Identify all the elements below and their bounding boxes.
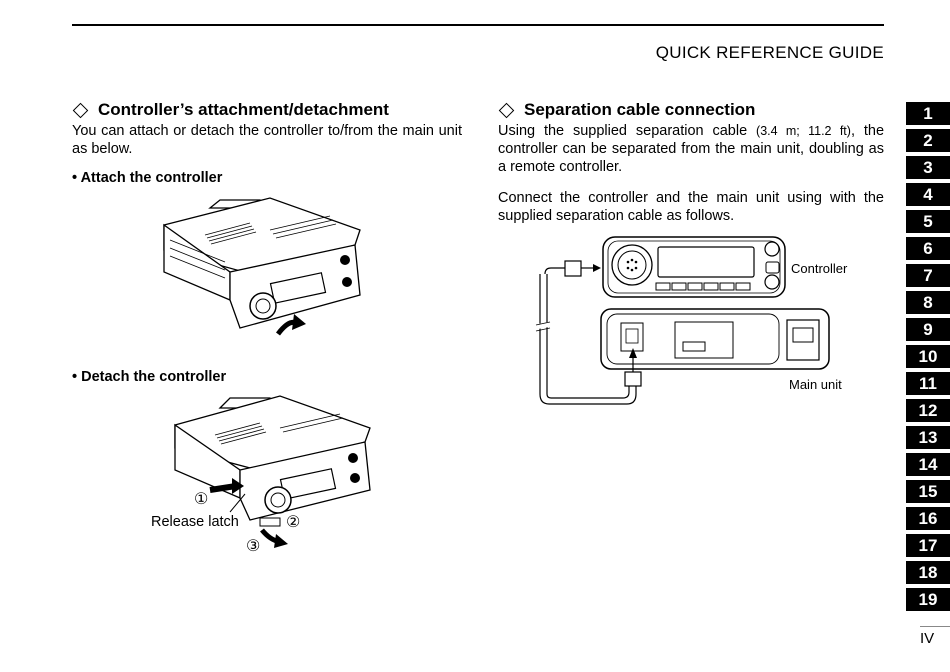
right-p1-cable-length: (3.4 m; 11.2 ft) — [756, 124, 851, 138]
left-column: Controller’s attachment/detachment You c… — [72, 100, 462, 158]
chapter-tabs: 1 2 3 4 5 6 7 8 9 10 11 12 13 14 15 16 1… — [906, 102, 950, 615]
right-column: Separation cable connection Using the su… — [498, 100, 884, 225]
chapter-tab-2[interactable]: 2 — [906, 129, 950, 152]
chapter-tab-12[interactable]: 12 — [906, 399, 950, 422]
chapter-tab-19[interactable]: 19 — [906, 588, 950, 611]
separation-cable-illustration — [535, 236, 830, 405]
controller-label: Controller — [791, 261, 848, 276]
chapter-tab-11[interactable]: 11 — [906, 372, 950, 395]
chapter-tab-15[interactable]: 15 — [906, 480, 950, 503]
chapter-tab-7[interactable]: 7 — [906, 264, 950, 287]
right-p1-a: Using the supplied separation cable — [498, 123, 757, 139]
right-p1-b: , the controller can be separated from t… — [498, 123, 885, 175]
chapter-tab-16[interactable]: 16 — [906, 507, 950, 530]
chapter-tab-6[interactable]: 6 — [906, 237, 950, 260]
step-2-marker: ② — [286, 512, 301, 531]
right-section-title: Separation cable connection — [498, 100, 884, 120]
right-paragraph-2: Connect the controller and the main unit… — [498, 190, 884, 224]
detach-controller-illustration — [174, 395, 371, 548]
diamond-icon — [498, 102, 515, 118]
chapter-tab-17[interactable]: 17 — [906, 534, 950, 557]
chapter-tab-8[interactable]: 8 — [906, 291, 950, 314]
right-paragraph-1: Using the supplied separation cable (3.4… — [498, 122, 884, 176]
left-intro: You can attach or detach the controller … — [72, 123, 462, 157]
chapter-tab-10[interactable]: 10 — [906, 345, 950, 368]
chapter-tab-14[interactable]: 14 — [906, 453, 950, 476]
release-latch-label: Release latch — [151, 514, 239, 530]
left-section-title: Controller’s attachment/detachment — [72, 100, 462, 120]
diamond-icon — [72, 102, 89, 118]
chapter-tab-13[interactable]: 13 — [906, 426, 950, 449]
page-header-title: QUICK REFERENCE GUIDE — [655, 43, 884, 62]
step-1-marker: ① — [194, 489, 209, 508]
chapter-tab-3[interactable]: 3 — [906, 156, 950, 179]
left-section-title-text: Controller’s attachment/detachment — [98, 100, 389, 119]
attach-controller-illustration — [163, 197, 361, 336]
step-3-marker: ③ — [246, 536, 261, 555]
chapter-tab-1[interactable]: 1 — [906, 102, 950, 125]
attach-heading: • Attach the controller — [72, 170, 223, 186]
chapter-tab-4[interactable]: 4 — [906, 183, 950, 206]
chapter-tab-18[interactable]: 18 — [906, 561, 950, 584]
main-unit-label: Main unit — [789, 377, 842, 392]
chapter-tab-9[interactable]: 9 — [906, 318, 950, 341]
right-section-title-text: Separation cable connection — [524, 100, 756, 119]
page-number: IV — [920, 626, 950, 647]
chapter-tab-5[interactable]: 5 — [906, 210, 950, 233]
detach-heading: • Detach the controller — [72, 369, 227, 385]
top-rule — [72, 24, 884, 26]
